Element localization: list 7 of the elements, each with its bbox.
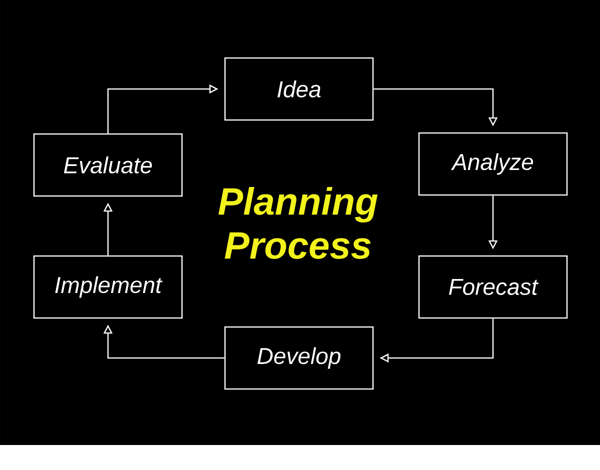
title: Planning Process — [218, 187, 378, 259]
process-box: Idea — [224, 57, 374, 121]
process-box: Analyze — [418, 132, 568, 196]
process-box: Evaluate — [33, 133, 183, 197]
process-box: Forecast — [418, 255, 568, 319]
process-box: Implement — [33, 255, 183, 319]
process-box: Develop — [224, 326, 374, 390]
